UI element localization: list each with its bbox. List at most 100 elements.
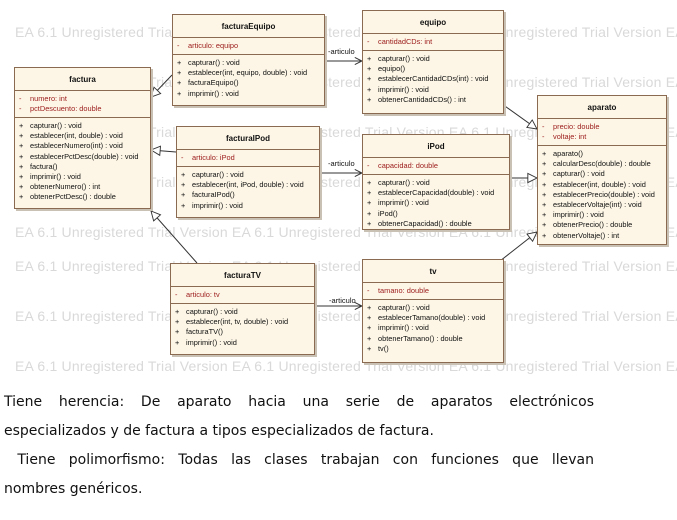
- class-factura[interactable]: factura -numero: int -pctDescuento: doub…: [14, 67, 151, 209]
- watermark-row: EA 6.1 Unregistered Trial Version EA 6.1…: [15, 224, 677, 240]
- operations-compartment: +aparato() +calcularDesc(double) : doubl…: [538, 146, 666, 244]
- caption-line: Tiene polimorfismo: Todas las clases tra…: [4, 452, 594, 468]
- operation: +establecer(int, iPod, double) : void: [181, 180, 304, 190]
- operation: +tv(): [367, 343, 389, 353]
- class-name: factura: [15, 68, 150, 91]
- class-name: aparato: [538, 96, 666, 119]
- class-facturaEquipo[interactable]: facturaEquipo -articulo: equipo +captura…: [172, 14, 325, 106]
- operation: +capturar() : void: [367, 54, 430, 63]
- attributes-compartment: -articulo: equipo: [173, 38, 324, 55]
- attribute: -capacidad: double: [367, 161, 438, 170]
- class-equipo[interactable]: equipo -cantidadCDs: int +capturar() : v…: [362, 10, 504, 114]
- inheritance-tv-to-aparato: [499, 232, 537, 262]
- operation: +establecerTamano(double) : void: [367, 313, 486, 323]
- attribute: -pctDescuento: double: [19, 104, 102, 113]
- operations-compartment: +capturar() : void +establecer(int, iPod…: [177, 167, 319, 214]
- attributes-compartment: -articulo: tv: [171, 287, 314, 304]
- operation: +establecerVoltaje(int) : void: [542, 200, 642, 210]
- attribute: -articulo: tv: [175, 290, 220, 299]
- operation: +imprimir() : void: [367, 84, 429, 94]
- operation: +obtenerPrecio() : double: [542, 220, 633, 230]
- operation: +establecer(int, equipo, double) : void: [177, 68, 308, 78]
- operation: +obtenerTamano() : double: [367, 333, 463, 343]
- attribute: -voltaje: int: [542, 132, 587, 141]
- operation: +imprimir() : void: [181, 200, 243, 210]
- inheritance-facturaIPod-to-factura: [151, 150, 177, 152]
- watermark-row: EA 6.1 Unregistered Trial Version EA 6.1…: [15, 358, 677, 374]
- operation: +imprimir() : void: [367, 198, 429, 208]
- operations-compartment: +capturar() : void +establecer(int, doub…: [15, 118, 150, 206]
- caption-line: especializados y de factura a tipos espe…: [4, 423, 434, 439]
- class-tv[interactable]: tv -tamano: double +capturar() : void +e…: [362, 259, 504, 363]
- inheritance-equipo-to-aparato: [501, 103, 537, 129]
- class-facturaIPod[interactable]: facturaIPod -articulo: iPod +capturar() …: [176, 126, 320, 218]
- association-label-tv: -articulo: [329, 296, 356, 305]
- association-label-equipo: -articulo: [328, 47, 355, 56]
- class-name: tv: [363, 260, 503, 283]
- operation: +obtenerNumero() : int: [19, 182, 101, 192]
- attribute: -tamano: double: [367, 286, 429, 295]
- class-name: iPod: [363, 135, 509, 158]
- operation: +facturaIPod(): [181, 190, 235, 200]
- attribute: -numero: int: [19, 94, 67, 103]
- operation: +establecerNumero(int) : void: [19, 141, 123, 151]
- class-name: equipo: [363, 11, 503, 34]
- operation: +facturaEquipo(): [177, 78, 239, 88]
- attribute: -articulo: equipo: [177, 41, 239, 50]
- operation: +capturar() : void: [19, 121, 82, 130]
- operation: +establecerPrecio(double) : void: [542, 189, 655, 199]
- class-iPod[interactable]: iPod -capacidad: double +capturar() : vo…: [362, 134, 510, 230]
- class-name: facturaIPod: [177, 127, 319, 150]
- inheritance-facturaEquipo-to-factura: [151, 74, 173, 97]
- attributes-compartment: -cantidadCDs: int: [363, 34, 503, 51]
- attributes-compartment: -articulo: iPod: [177, 150, 319, 167]
- operations-compartment: +capturar() : void +establecer(int, equi…: [173, 55, 324, 102]
- operation: +aparato(): [542, 149, 583, 158]
- operation: +establecer(int, tv, double) : void: [175, 317, 289, 327]
- operation: +capturar() : void: [367, 178, 430, 187]
- attributes-compartment: -precio: double -voltaje: int: [538, 119, 666, 146]
- operation: +equipo(): [367, 64, 406, 74]
- inheritance-facturaTV-to-factura: [151, 211, 198, 264]
- operation: +imprimir() : void: [175, 337, 237, 347]
- operation: +factura(): [19, 161, 58, 171]
- attributes-compartment: -numero: int -pctDescuento: double: [15, 91, 150, 118]
- class-name: facturaEquipo: [173, 15, 324, 38]
- operations-compartment: +capturar() : void +establecerCapacidad(…: [363, 175, 509, 232]
- class-facturaTV[interactable]: facturaTV -articulo: tv +capturar() : vo…: [170, 263, 315, 355]
- operations-compartment: +capturar() : void +equipo() +establecer…: [363, 51, 503, 108]
- operation: +imprimir() : void: [542, 210, 604, 220]
- caption-line: nombres genéricos.: [4, 481, 143, 497]
- operation: +establecerCantidadCDs(int) : void: [367, 74, 489, 84]
- operation: +establecer(int, double) : void: [19, 131, 123, 141]
- operation: +obtenerCantidadCDs() : int: [367, 94, 466, 104]
- operation: +capturar() : void: [181, 170, 244, 179]
- operation: +imprimir() : void: [19, 172, 81, 182]
- operation: +capturar() : void: [542, 169, 605, 179]
- operations-compartment: +capturar() : void +establecer(int, tv, …: [171, 304, 314, 351]
- caption-line: Tiene herencia: De aparato hacia una ser…: [4, 394, 594, 410]
- operation: +imprimir() : void: [177, 88, 239, 98]
- attribute: -precio: double: [542, 122, 600, 131]
- operation: +obtenerVoltaje() : int: [542, 230, 620, 240]
- operation: +establecerCapacidad(double) : void: [367, 188, 495, 198]
- operation: +facturaTV(): [175, 327, 223, 337]
- caption-text: Tiene herencia: De aparato hacia una ser…: [4, 388, 594, 504]
- operation: +obtenerCapacidad() : double: [367, 218, 472, 228]
- class-name: facturaTV: [171, 264, 314, 287]
- association-label-ipod: -articulo: [328, 159, 355, 168]
- attributes-compartment: -capacidad: double: [363, 158, 509, 175]
- operation: +establecerPctDesc(double) : void: [19, 151, 139, 161]
- operations-compartment: +capturar() : void +establecerTamano(dou…: [363, 300, 503, 357]
- operation: +establecer(int, double) : void: [542, 179, 646, 189]
- operation: +capturar() : void: [175, 307, 238, 316]
- class-aparato[interactable]: aparato -precio: double -voltaje: int +a…: [537, 95, 667, 245]
- connector-layer: [0, 0, 677, 375]
- attributes-compartment: -tamano: double: [363, 283, 503, 300]
- operation: +capturar() : void: [177, 58, 240, 67]
- operation: +imprimir() : void: [367, 323, 429, 333]
- operation: +capturar() : void: [367, 303, 430, 312]
- attribute: -articulo: iPod: [181, 153, 235, 162]
- operation: +iPod(): [367, 208, 398, 218]
- operation: +calcularDesc(double) : double: [542, 159, 651, 169]
